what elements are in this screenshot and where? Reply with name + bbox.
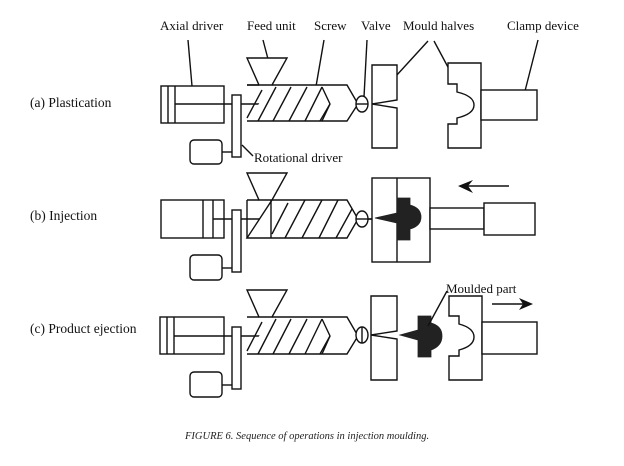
rotational-driver-plate (231, 94, 242, 158)
rotational-motor (189, 371, 223, 398)
rotational-driver-plate (231, 209, 242, 273)
leader-rotational-driver (241, 144, 254, 157)
stage-label-injection: (b) Injection (30, 208, 97, 223)
rotational-motor (189, 139, 223, 165)
screw-flights (270, 199, 353, 239)
label-clamp-device: Clamp device (507, 18, 579, 33)
leader-mould-fixed (395, 40, 429, 77)
label-mould-halves: Mould halves (403, 18, 474, 33)
leader-moulded-part (427, 290, 448, 327)
feed-hopper (245, 289, 289, 318)
label-axial-driver: Axial driver (160, 18, 224, 33)
figure-caption: FIGURE 6. Sequence of operations in inje… (184, 431, 429, 442)
arrow-right-icon (492, 298, 533, 310)
clamp-device (483, 202, 536, 236)
stage-label-plastication: (a) Plastication (30, 95, 112, 110)
fixed-mould-half (371, 64, 398, 149)
leader-feed-unit (262, 39, 269, 60)
fixed-mould-half (370, 295, 398, 381)
moving-mould-half (448, 295, 483, 381)
clamp-device (481, 321, 538, 355)
label-moulded-part: Moulded part (446, 281, 517, 296)
rotational-motor (189, 254, 223, 281)
moving-mould-half (447, 62, 482, 149)
clamp-device (480, 89, 538, 121)
feed-hopper (245, 57, 289, 86)
leader-lines (187, 39, 539, 99)
leader-mould-moving (433, 40, 450, 70)
leader-clamp-device (524, 39, 539, 92)
leader-axial-driver (187, 39, 193, 87)
label-screw: Screw (314, 18, 347, 33)
barrel (247, 84, 359, 122)
stage-label-product-ejection: (c) Product ejection (30, 321, 137, 336)
label-rotational-driver: Rotational driver (254, 150, 343, 165)
leader-valve (363, 39, 368, 98)
stage-product-ejection: Moulded part (159, 281, 538, 398)
screw-flights (246, 86, 331, 122)
stage-injection (160, 172, 536, 281)
feed-hopper (245, 172, 289, 201)
stage-plastication: Rotational driver (160, 57, 538, 165)
arrow-left-icon (458, 180, 509, 193)
molten-part (374, 197, 422, 241)
barrel (247, 316, 359, 355)
moulded-part (398, 315, 443, 358)
rotational-driver-plate (231, 326, 242, 390)
label-feed-unit: Feed unit (247, 18, 296, 33)
label-valve: Valve (361, 18, 391, 33)
clamp-rod (429, 207, 485, 230)
screw-flights (246, 318, 331, 355)
